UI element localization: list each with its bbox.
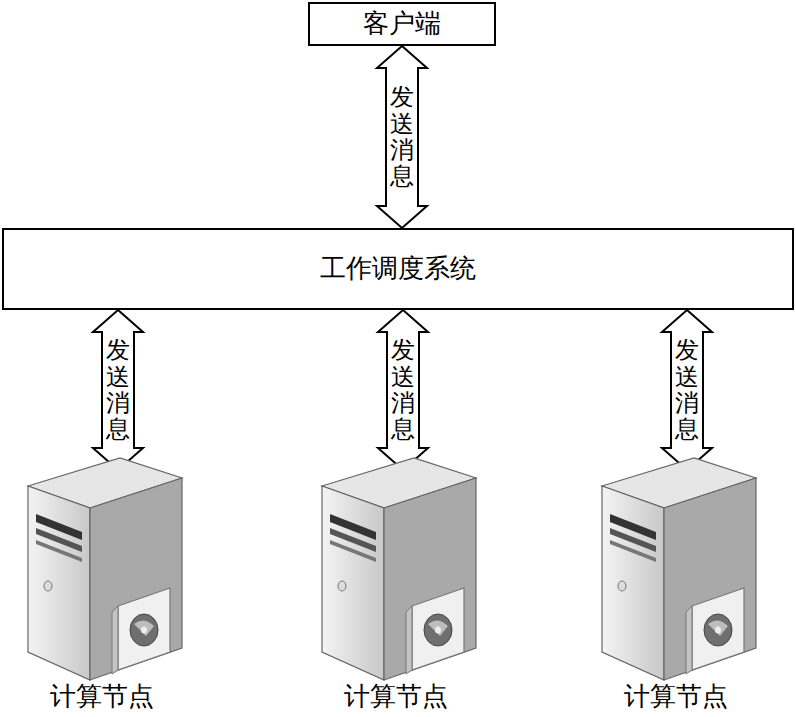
server-illustration xyxy=(12,456,192,684)
double-arrow xyxy=(93,310,143,470)
node-label: 计算节点 xyxy=(306,681,486,712)
double-arrow xyxy=(377,46,427,228)
server-illustration xyxy=(306,456,486,684)
box-label: 客户端 xyxy=(363,8,441,39)
node-label: 计算节点 xyxy=(586,681,766,712)
box-label: 工作调度系统 xyxy=(320,253,476,284)
node-label: 计算节点 xyxy=(12,681,192,712)
compute-node: 计算节点 xyxy=(12,456,192,714)
edge-label: 发送消息 xyxy=(390,84,414,190)
process-box: 工作调度系统 xyxy=(2,228,794,310)
double-arrow xyxy=(378,310,428,470)
compute-node: 计算节点 xyxy=(586,456,766,714)
compute-node: 计算节点 xyxy=(306,456,486,714)
edge-label: 发送消息 xyxy=(106,337,130,443)
edge-label: 发送消息 xyxy=(675,337,699,443)
server-illustration xyxy=(586,456,766,684)
double-arrow xyxy=(662,310,712,470)
process-box: 客户端 xyxy=(308,2,496,46)
edge-label: 发送消息 xyxy=(391,337,415,443)
